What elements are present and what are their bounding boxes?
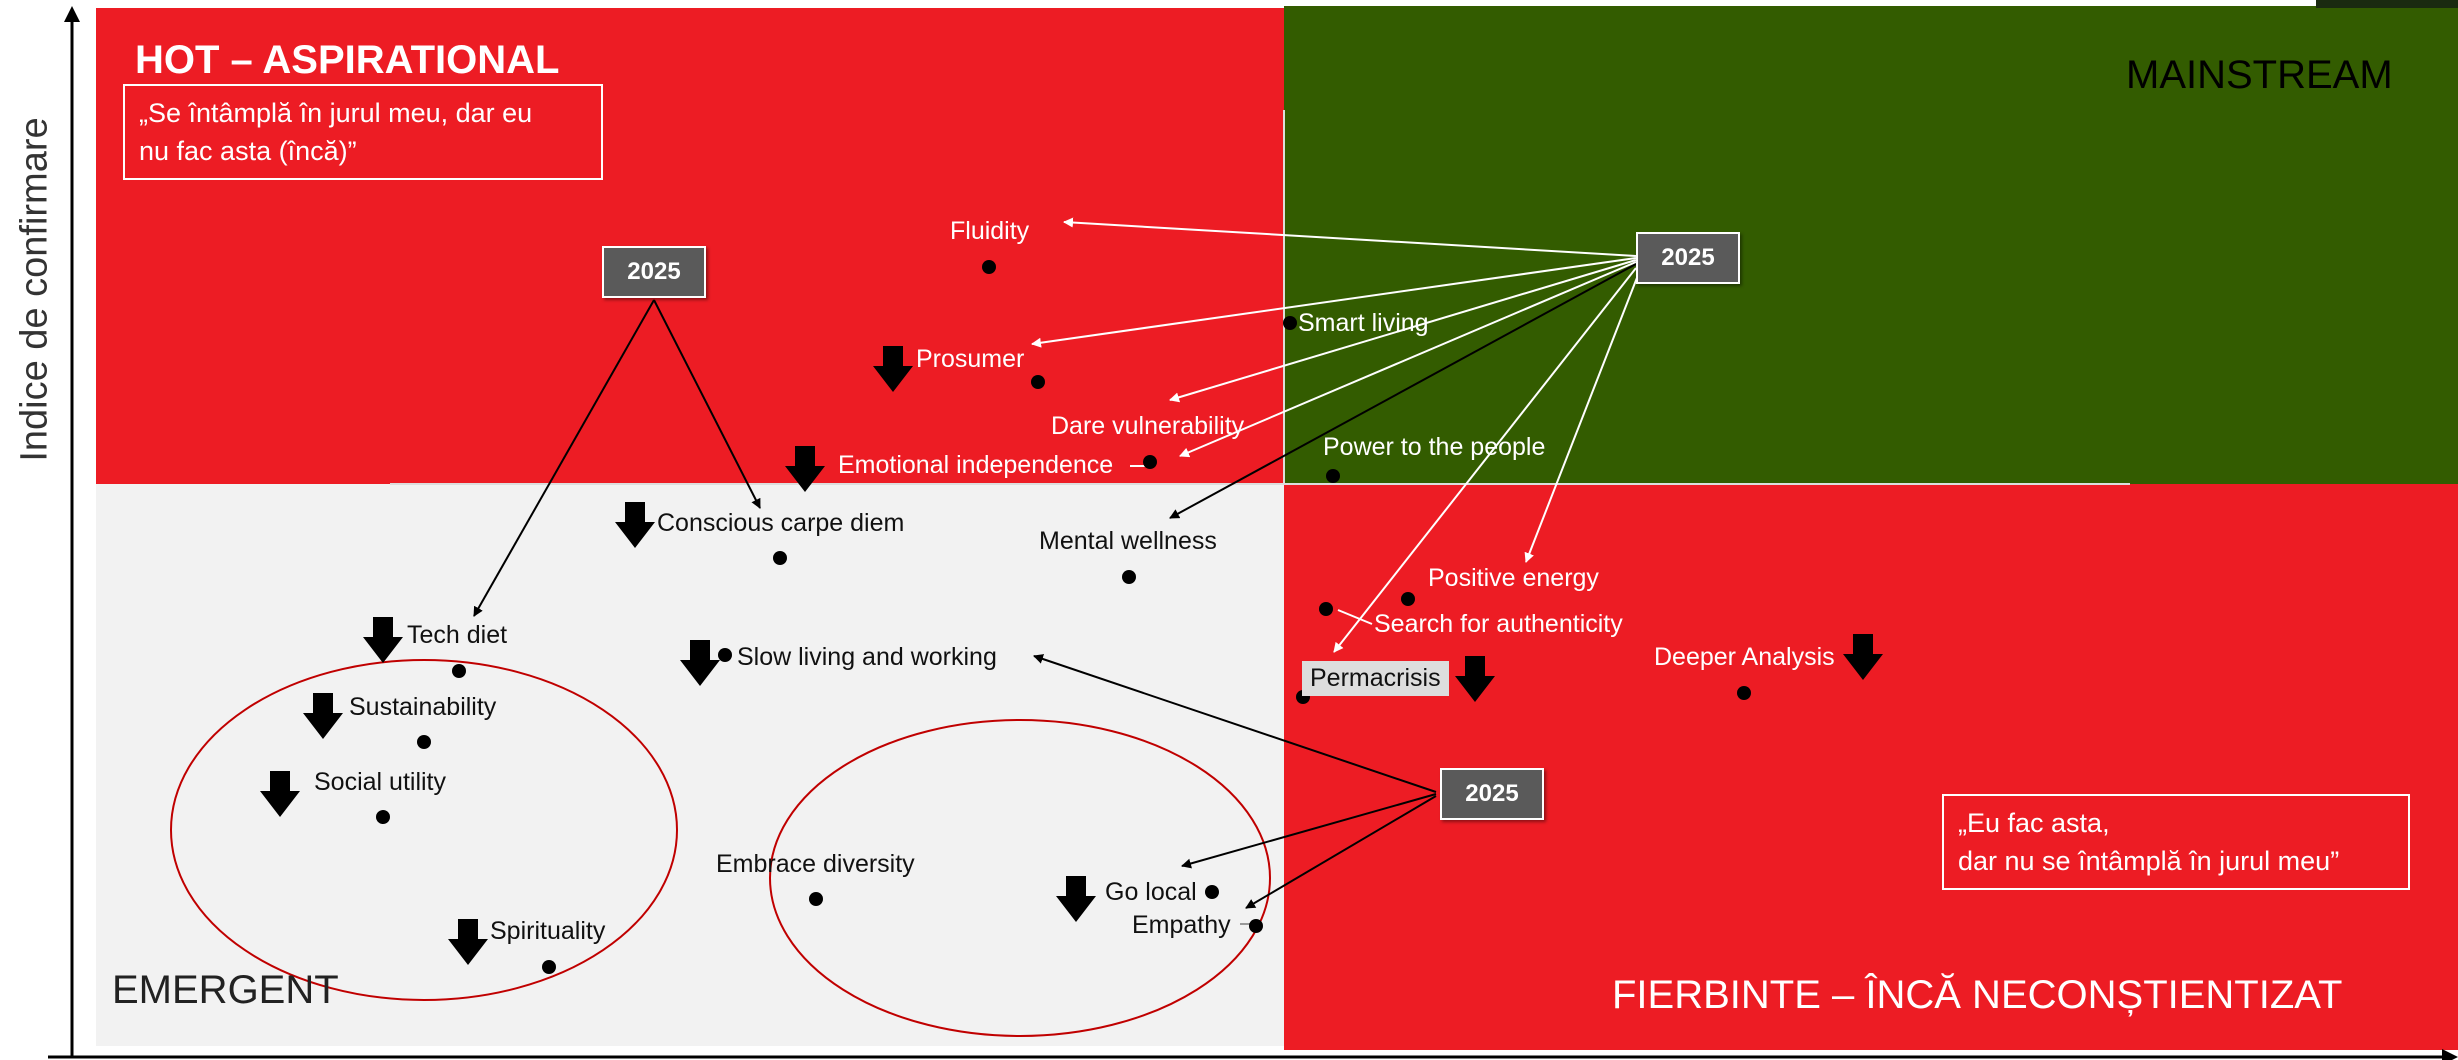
dot-social-utility bbox=[376, 810, 390, 824]
trend-label-slow-living: Slow living and working bbox=[737, 643, 997, 671]
cluster-ellipse-left bbox=[170, 659, 678, 1001]
dot-fluidity bbox=[982, 260, 996, 274]
emergent-title: EMERGENT bbox=[112, 968, 339, 1012]
dot-deeper-analysis bbox=[1737, 686, 1751, 700]
year-badge-fierbinte: 2025 bbox=[1440, 768, 1544, 820]
dot-prosumer bbox=[1031, 375, 1045, 389]
down-arrow-icon bbox=[615, 502, 655, 548]
trend-label-tech-diet: Tech diet bbox=[407, 621, 508, 649]
dot-positive-energy bbox=[1401, 592, 1415, 606]
trend-dots bbox=[376, 260, 1751, 974]
mainstream-title: MAINSTREAM bbox=[2126, 53, 2393, 97]
quote-line: nu fac asta (încă)” bbox=[139, 136, 357, 166]
down-arrow-icon bbox=[1843, 634, 1883, 680]
down-arrow-icon bbox=[1056, 876, 1096, 922]
dot-power-to-the-people bbox=[1326, 469, 1340, 483]
down-arrow-icon bbox=[1455, 656, 1495, 702]
trend-label-mental-wellness: Mental wellness bbox=[1039, 527, 1217, 555]
arrow-to-slow-living bbox=[1033, 654, 1437, 793]
dot-sustainability bbox=[417, 735, 431, 749]
dot-emotional-independence bbox=[1143, 455, 1157, 469]
trend-label-spirituality: Spirituality bbox=[490, 917, 606, 945]
trend-label-conscious-carpe-diem: Conscious carpe diem bbox=[657, 509, 905, 537]
connector-search-authenticity bbox=[1337, 609, 1373, 625]
y-axis-label: Indice de confirmare bbox=[13, 117, 56, 462]
arrow-to-go-local bbox=[1181, 793, 1437, 869]
quote-line: dar nu se întâmplă în jurul meu” bbox=[1958, 846, 2340, 876]
year-badge-hot: 2025 bbox=[602, 246, 706, 298]
trend-label-prosumer: Prosumer bbox=[916, 345, 1025, 373]
cluster-ellipse-right bbox=[769, 719, 1271, 1037]
trend-label-deeper-analysis: Deeper Analysis bbox=[1654, 643, 1835, 671]
trend-label-power-to-the-people: Power to the people bbox=[1323, 433, 1546, 461]
hot-aspirational-title: HOT – ASPIRATIONAL bbox=[135, 38, 560, 82]
down-arrow-icon bbox=[260, 771, 300, 817]
year-badge-mainstream: 2025 bbox=[1636, 232, 1740, 284]
down-arrow-icon bbox=[363, 617, 403, 663]
down-arrow-icon bbox=[873, 346, 913, 392]
trend-label-empathy: Empathy bbox=[1132, 911, 1231, 939]
dot-empathy bbox=[1249, 919, 1263, 933]
trend-label-embrace-diversity: Embrace diversity bbox=[716, 850, 915, 878]
arrow-to-fluidity bbox=[1063, 217, 1637, 257]
trend-label-go-local: Go local bbox=[1105, 878, 1197, 906]
arrow-to-dare-vulnerability bbox=[1169, 259, 1637, 403]
quote-line: „Eu fac asta, bbox=[1958, 808, 2110, 838]
declining-arrows bbox=[260, 346, 1883, 965]
trend-label-fluidity: Fluidity bbox=[950, 217, 1030, 245]
trend-label-search-authenticity: Search for authenticity bbox=[1374, 610, 1623, 638]
trend-label-positive-energy: Positive energy bbox=[1428, 564, 1599, 592]
dot-smart-living bbox=[1283, 316, 1297, 330]
dot-search-authenticity bbox=[1319, 602, 1333, 616]
arrow-to-tech-diet bbox=[473, 299, 655, 617]
down-arrow-icon bbox=[680, 640, 720, 686]
mainstream-quadrant bbox=[1284, 6, 2458, 484]
arrow-to-positive-energy bbox=[1524, 269, 1641, 563]
arrow-to-prosumer bbox=[1031, 257, 1637, 348]
arrow-to-mental-wellness bbox=[1169, 263, 1637, 519]
arrow-to-empathy bbox=[1245, 795, 1437, 909]
dot-tech-diet bbox=[452, 664, 466, 678]
fierbinte-quote: „Eu fac asta, dar nu se întâmplă în juru… bbox=[1942, 794, 2410, 890]
dot-embrace-diversity bbox=[809, 892, 823, 906]
fierbinte-title: FIERBINTE – ÎNCĂ NECONȘTIENTIZAT bbox=[1612, 973, 2343, 1017]
trend-label-sustainability: Sustainability bbox=[349, 693, 497, 721]
emergent-quadrant bbox=[96, 484, 1284, 1046]
fierbinte-quadrant bbox=[1284, 484, 2458, 1050]
arrow-to-conscious-carpe-diem bbox=[653, 299, 761, 509]
corner-thumbnail bbox=[2316, 0, 2458, 8]
quote-line: „Se întâmplă în jurul meu, dar eu bbox=[139, 98, 533, 128]
arrow-to-permacrisis bbox=[1333, 267, 1637, 653]
dot-spirituality bbox=[542, 960, 556, 974]
trend-label-social-utility: Social utility bbox=[314, 768, 446, 796]
dot-conscious-carpe-diem bbox=[773, 551, 787, 565]
dot-mental-wellness bbox=[1122, 570, 1136, 584]
down-arrow-icon bbox=[785, 446, 825, 492]
trend-label-permacrisis: Permacrisis bbox=[1302, 661, 1449, 696]
dot-slow-living bbox=[718, 648, 732, 662]
down-arrow-icon bbox=[303, 693, 343, 739]
trend-label-dare-vulnerability: Dare vulnerability bbox=[1051, 412, 1245, 440]
down-arrow-icon bbox=[448, 919, 488, 965]
dot-go-local bbox=[1205, 885, 1219, 899]
trend-label-smart-living: Smart living bbox=[1298, 309, 1429, 337]
arrow-to-emotional-independence bbox=[1179, 261, 1637, 458]
trend-label-emotional-independence: Emotional independence bbox=[838, 451, 1114, 479]
hot-aspirational-quote: „Se întâmplă în jurul meu, dar eu nu fac… bbox=[123, 84, 603, 180]
